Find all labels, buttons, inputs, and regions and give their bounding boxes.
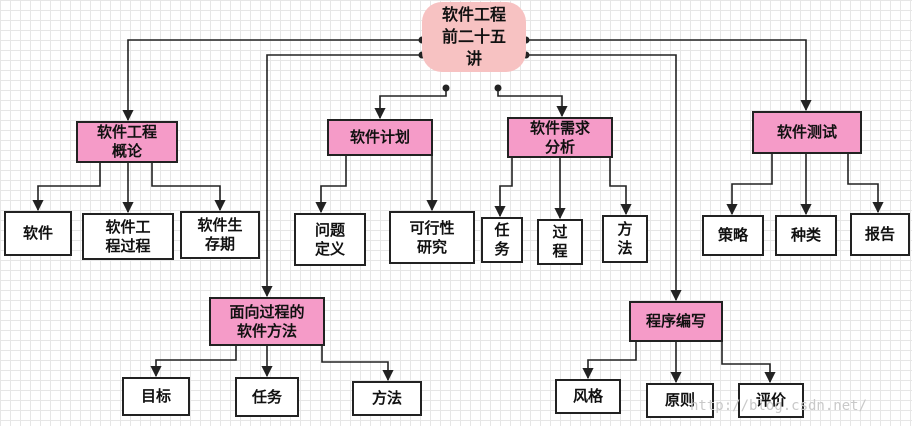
edge-plan-problem — [315, 156, 347, 214]
leaf-testing-strategy[interactable]: 策略 — [702, 215, 764, 256]
edge-coding-evaluate — [721, 342, 776, 384]
edge-root-process-method — [261, 54, 422, 298]
edge-coding-style — [582, 342, 637, 380]
edge-root-plan — [374, 88, 447, 120]
leaf-evaluate[interactable]: 评价 — [738, 383, 804, 418]
root-node[interactable]: 软件工程 前二十五 讲 — [422, 2, 526, 72]
leaf-task[interactable]: 任务 — [235, 377, 299, 417]
category-process-oriented-method[interactable]: 面向过程的 软件方法 — [209, 297, 325, 346]
leaf-requirements-task[interactable]: 任 务 — [481, 217, 523, 263]
edge-root-overview — [122, 39, 422, 122]
edge-start-dot — [442, 84, 450, 92]
edge-req-task — [494, 158, 513, 218]
edge-pm-method — [321, 346, 394, 382]
edge-testing-strategy — [726, 154, 773, 216]
edge-root-requirements — [497, 88, 568, 118]
leaf-requirements-method[interactable]: 方 法 — [602, 215, 648, 263]
leaf-software[interactable]: 软件 — [4, 211, 72, 256]
leaf-style[interactable]: 风格 — [555, 379, 621, 414]
edge-testing-report — [847, 154, 884, 214]
edge-overview-software — [32, 162, 101, 212]
edge-overview-lifecycle — [151, 162, 226, 212]
watermark-text: http://blog.csdn.net/ — [690, 398, 868, 414]
leaf-testing-kinds[interactable]: 种类 — [775, 215, 837, 256]
leaf-method[interactable]: 方法 — [352, 381, 422, 416]
category-software-plan[interactable]: 软件计划 — [327, 119, 433, 156]
leaf-requirements-process[interactable]: 过 程 — [537, 219, 583, 265]
category-program-writing[interactable]: 程序编写 — [629, 301, 723, 342]
leaf-feasibility-study[interactable]: 可行性 研究 — [389, 211, 475, 264]
leaf-software-engineering-process[interactable]: 软件工 程过程 — [82, 213, 174, 260]
edge-pm-goal — [150, 346, 237, 378]
leaf-principle[interactable]: 原则 — [646, 383, 714, 418]
leaf-goal[interactable]: 目标 — [122, 377, 190, 416]
category-requirements-analysis[interactable]: 软件需求 分析 — [507, 117, 613, 158]
leaf-software-lifecycle[interactable]: 软件生 存期 — [180, 211, 260, 259]
edge-root-testing — [526, 39, 812, 112]
category-software-engineering-overview[interactable]: 软件工程 概论 — [76, 121, 178, 163]
edge-root-coding — [526, 54, 682, 302]
leaf-testing-report[interactable]: 报告 — [850, 213, 910, 256]
edge-req-method — [609, 158, 632, 216]
category-software-testing[interactable]: 软件测试 — [752, 111, 862, 154]
edge-start-dot — [494, 84, 502, 92]
leaf-problem-definition[interactable]: 问题 定义 — [294, 213, 366, 266]
